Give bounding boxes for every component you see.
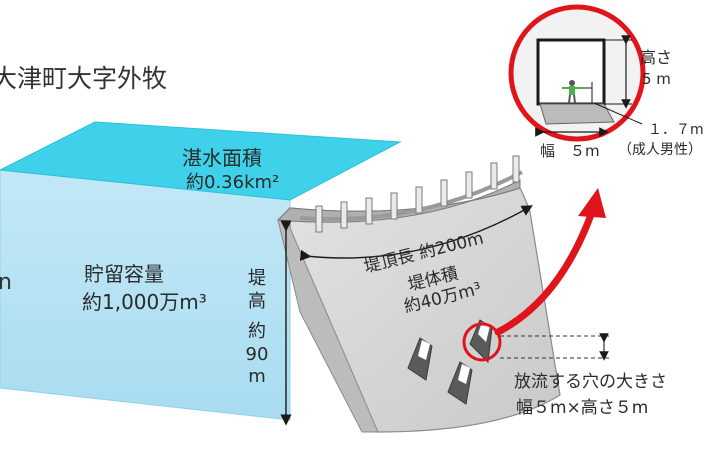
outlet-size-title: 放流する穴の大きさ	[514, 372, 667, 392]
inset-outlet-depth	[539, 103, 615, 125]
dam-height-char	[242, 313, 272, 321]
person-figure	[562, 80, 593, 104]
dam-height-char: m	[248, 366, 266, 387]
callout-arrowhead	[578, 188, 606, 218]
person-height-caption: （成人男性）	[618, 142, 702, 158]
dam-height-char: 堤	[248, 268, 266, 289]
storage-label: 貯留容量	[84, 262, 164, 286]
inset-height-label: 高さ	[640, 48, 673, 67]
inset-width-label: 幅 ５m	[540, 142, 600, 160]
person-height-leader	[593, 102, 643, 125]
person-height-value: １．７m	[648, 122, 704, 138]
outlet-size-value: 幅５m×高さ５m	[516, 398, 649, 418]
surface-area-value: 約0.36km²	[186, 172, 280, 193]
reservoir-surface	[0, 121, 402, 201]
surface-area-label: 湛水面積	[182, 146, 262, 170]
location-label: 大津町大字外牧	[0, 64, 168, 93]
dam-height-char: 約	[248, 321, 266, 342]
outlet-highlight-ring	[462, 322, 502, 362]
crest-length-arrow	[299, 205, 533, 261]
callout-arrow	[494, 208, 596, 336]
dam-height-char: 90	[245, 343, 269, 365]
left-edge-fragment: n	[0, 270, 12, 295]
storage-value: 約1,000万m³	[82, 290, 207, 314]
inset-height-value: 5 m	[642, 70, 671, 88]
outlet-openings	[407, 319, 493, 405]
dam-height-char: 高	[248, 290, 266, 312]
dam-height-label: 堤 高 約 90 m	[242, 268, 272, 389]
